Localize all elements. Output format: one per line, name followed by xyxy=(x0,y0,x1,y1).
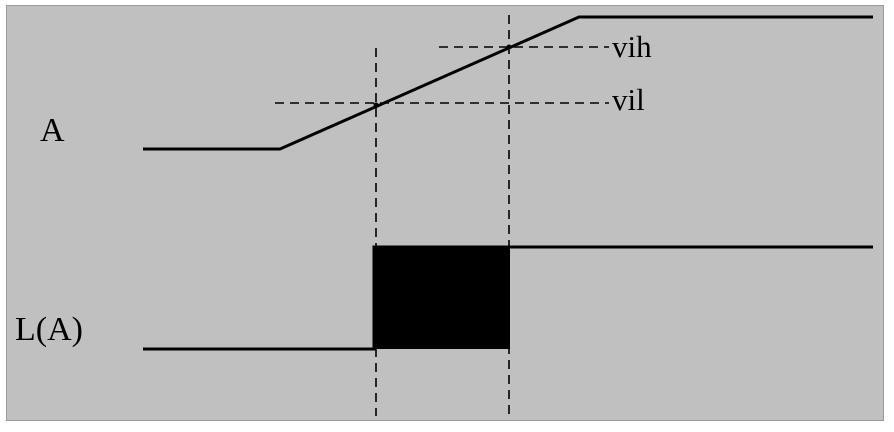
vih-crossing-point xyxy=(506,44,512,50)
la-undefined-region xyxy=(374,247,510,349)
signal-a-label: A xyxy=(40,112,65,149)
timing-diagram-canvas: A L(A) vih vil xyxy=(15,15,873,416)
vil-label: vil xyxy=(612,82,645,117)
signal-a-waveform xyxy=(143,15,873,151)
timing-diagram: A L(A) vih vil xyxy=(6,5,884,421)
signal-la-label: L(A) xyxy=(15,311,83,348)
vih-label: vih xyxy=(612,29,652,64)
vil-crossing-point xyxy=(373,102,379,108)
